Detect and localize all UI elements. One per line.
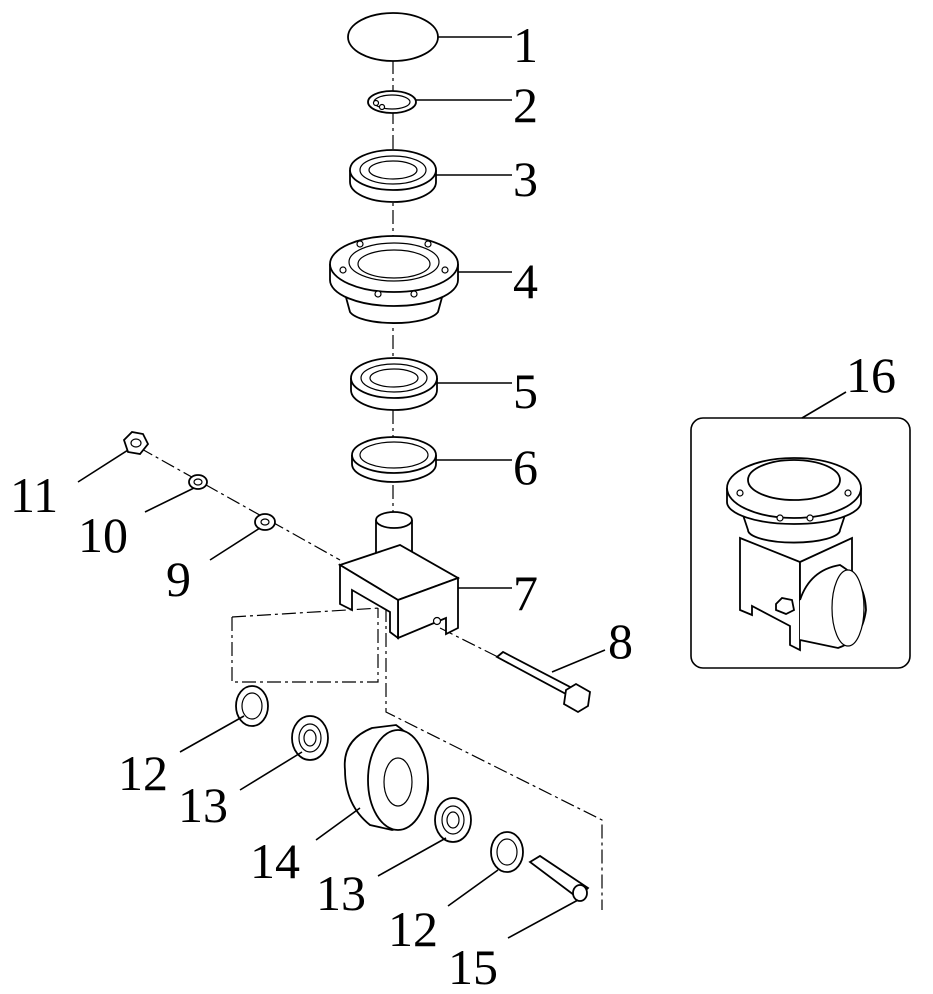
part-wheel-bearing-left [291, 715, 329, 761]
callout-10: 10 [78, 507, 128, 563]
callout-12-right: 12 [388, 901, 438, 957]
part-bolt [495, 650, 591, 714]
callout-11: 11 [10, 467, 58, 523]
part-washer-large [254, 513, 276, 531]
part-wheel [343, 724, 429, 831]
callout-3: 3 [513, 151, 538, 207]
callout-13-right: 13 [316, 865, 366, 921]
callout-13-left: 13 [178, 777, 228, 833]
callout-15: 15 [448, 939, 498, 994]
part-wheel-washer-right [490, 831, 524, 873]
callout-14: 14 [250, 833, 300, 889]
part-snap-ring [367, 90, 417, 114]
part-flange-housing [329, 235, 459, 324]
inset-assembled-caster [690, 417, 911, 669]
part-upper-bearing [349, 149, 437, 203]
callout-6: 6 [513, 439, 538, 495]
part-wheel-washer-left [235, 685, 269, 727]
callout-4: 4 [513, 253, 538, 309]
part-cap [347, 12, 439, 62]
part-lower-bearing [350, 357, 438, 411]
callout-7: 7 [513, 565, 538, 621]
part-wheel-bearing-right [434, 797, 472, 843]
callout-labels: 1 2 3 4 5 6 7 8 9 10 11 12 13 14 13 12 1… [10, 17, 896, 994]
part-washer-small [188, 474, 208, 490]
callout-8: 8 [608, 613, 633, 669]
part-fork-bracket [337, 511, 461, 640]
callout-1: 1 [513, 17, 538, 73]
callout-2: 2 [513, 77, 538, 133]
callout-12-left: 12 [118, 745, 168, 801]
part-axle-pin [528, 854, 590, 902]
callout-5: 5 [513, 363, 538, 419]
callout-9: 9 [166, 551, 191, 607]
part-nut [122, 431, 150, 455]
leader-lines [77, 36, 847, 939]
callout-16: 16 [846, 347, 896, 403]
part-seal [351, 436, 437, 483]
